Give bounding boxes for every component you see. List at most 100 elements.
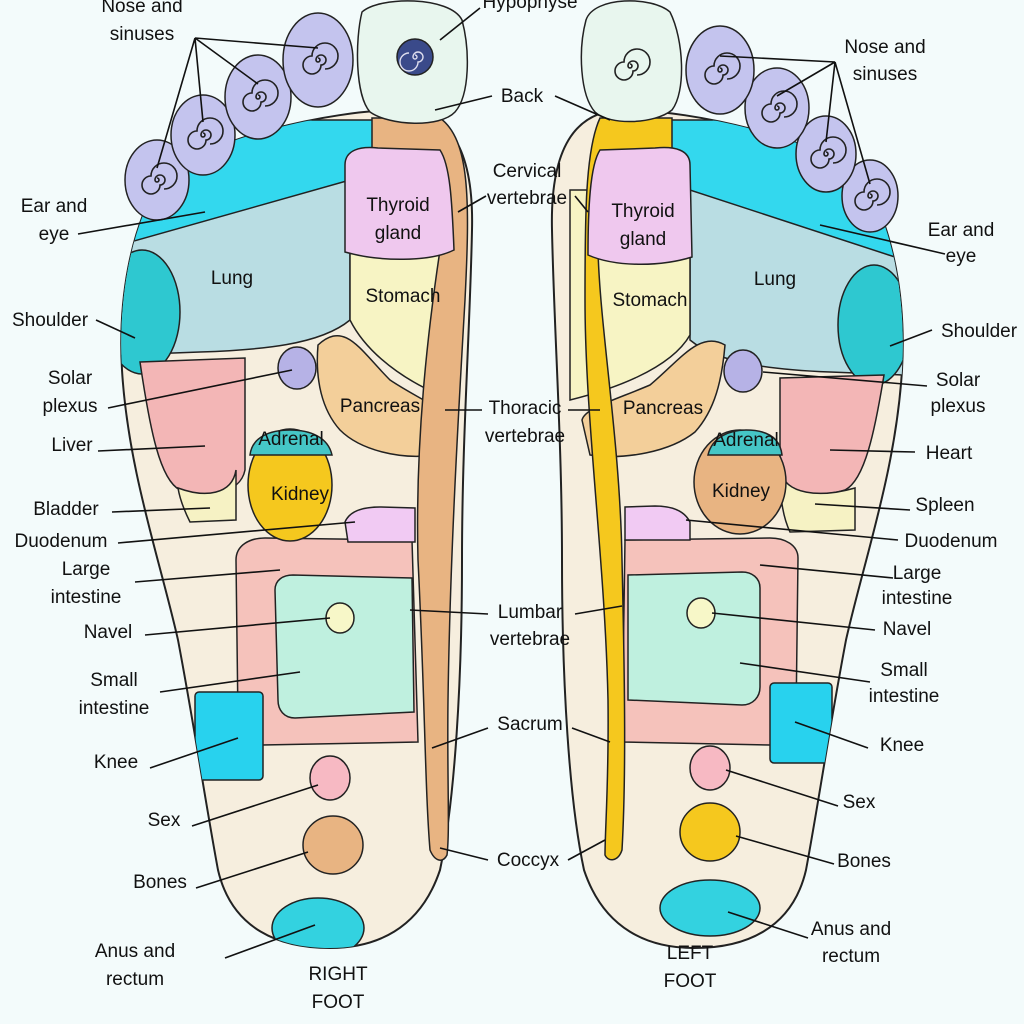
left-bones-label: Bones bbox=[837, 851, 891, 872]
right-shoulder-label: Shoulder bbox=[12, 310, 89, 331]
right-large-label-2: intestine bbox=[51, 587, 122, 608]
right-knee-zone bbox=[194, 691, 264, 781]
right-hypophyse-dot bbox=[396, 38, 434, 76]
left-shoulder-label: Shoulder bbox=[941, 321, 1018, 342]
cervical-label-1: Cervical bbox=[493, 161, 562, 182]
left-anus-label-2: rectum bbox=[822, 946, 880, 967]
left-toe-4 bbox=[795, 115, 857, 193]
right-foot-label-2: FOOT bbox=[312, 992, 365, 1013]
left-solar-label-2: plexus bbox=[931, 396, 986, 417]
left-toe-2 bbox=[685, 25, 755, 115]
right-foot bbox=[120, 0, 474, 950]
left-large-label-2: intestine bbox=[882, 588, 953, 609]
left-pancreas-label: Pancreas bbox=[623, 398, 703, 419]
right-nose-label-1: Nose and bbox=[101, 0, 182, 17]
left-solar-plexus-zone bbox=[723, 349, 763, 393]
spiral-icon bbox=[302, 42, 339, 75]
right-anus-zone bbox=[271, 897, 365, 948]
right-pancreas-label: Pancreas bbox=[340, 396, 420, 417]
spiral-icon bbox=[761, 90, 798, 123]
left-sex-zone bbox=[689, 745, 731, 791]
left-thyroid-label-1: Thyroid bbox=[611, 201, 674, 222]
left-callouts: Nose and sinuses Ear and eye Shoulder So… bbox=[664, 37, 1018, 992]
left-toe-5 bbox=[841, 159, 899, 233]
right-solar-label-2: plexus bbox=[43, 396, 98, 417]
left-large-label-1: Large bbox=[893, 563, 942, 584]
spiral-icon bbox=[141, 162, 178, 195]
right-solar-plexus-zone bbox=[277, 346, 317, 390]
leader-lines bbox=[77, 7, 946, 959]
left-nose-label-1: Nose and bbox=[844, 37, 925, 58]
right-solar-label-1: Solar bbox=[48, 368, 93, 389]
right-kidney-zone bbox=[247, 428, 333, 542]
right-ear-label-2: eye bbox=[39, 224, 70, 245]
right-shoulder-zone bbox=[121, 249, 181, 375]
left-sex-label: Sex bbox=[843, 792, 876, 813]
left-thyroid-label-2: gland bbox=[620, 229, 667, 250]
right-navel-zone bbox=[325, 602, 355, 634]
left-anus-zone bbox=[659, 879, 761, 937]
right-toe-spirals bbox=[141, 42, 339, 195]
sacrum-label: Sacrum bbox=[497, 714, 562, 735]
spiral-icon bbox=[614, 48, 651, 81]
left-small-label-1: Small bbox=[880, 660, 928, 681]
right-bladder-label: Bladder bbox=[33, 499, 99, 520]
right-knee-label: Knee bbox=[94, 752, 138, 773]
zone-labels: Lung Thyroid gland Stomach Pancreas Adre… bbox=[211, 195, 796, 505]
left-spleen-label: Spleen bbox=[915, 495, 974, 516]
right-bones-label: Bones bbox=[133, 872, 187, 893]
left-foot bbox=[550, 0, 904, 950]
left-thyroid-zone bbox=[587, 146, 693, 266]
spiral-icon bbox=[187, 117, 224, 150]
right-adrenal-zone bbox=[249, 429, 333, 456]
right-adrenal-label: Adrenal bbox=[258, 429, 324, 450]
left-duodenum-zone bbox=[624, 505, 691, 541]
right-liver-label: Liver bbox=[51, 435, 93, 456]
spiral-icon bbox=[242, 79, 279, 112]
left-small-label-2: intestine bbox=[869, 686, 940, 707]
left-pancreas-zone bbox=[581, 340, 726, 458]
left-knee-label: Knee bbox=[880, 735, 924, 756]
left-duodenum-label: Duodenum bbox=[905, 531, 998, 552]
right-large-label-1: Large bbox=[62, 559, 111, 580]
right-bones-zone bbox=[302, 815, 364, 875]
left-foot-label-1: LEFT bbox=[667, 943, 714, 964]
left-ear-label-1: Ear and bbox=[928, 220, 995, 241]
thoracic-label-2: vertebrae bbox=[485, 426, 565, 447]
lumbar-label-2: vertebrae bbox=[490, 629, 570, 650]
left-anus-label-1: Anus and bbox=[811, 919, 891, 940]
right-lung-label: Lung bbox=[211, 268, 253, 289]
hypophyse-label: Hypophyse bbox=[482, 0, 577, 13]
right-anus-label-2: rectum bbox=[106, 969, 164, 990]
right-anus-label-1: Anus and bbox=[95, 941, 175, 962]
right-toe-4 bbox=[170, 94, 236, 176]
right-thyroid-label-1: Thyroid bbox=[366, 195, 429, 216]
left-solar-label-1: Solar bbox=[936, 370, 981, 391]
right-duodenum-label: Duodenum bbox=[15, 531, 108, 552]
right-sex-zone bbox=[309, 755, 351, 801]
left-adrenal-label: Adrenal bbox=[713, 430, 779, 451]
right-toe-2 bbox=[282, 12, 354, 108]
lumbar-label-1: Lumbar bbox=[498, 602, 563, 623]
right-toe-3 bbox=[224, 54, 292, 140]
spiral-icon bbox=[854, 178, 891, 211]
coccyx-label: Coccyx bbox=[497, 850, 560, 871]
thoracic-label-1: Thoracic bbox=[489, 398, 562, 419]
left-navel-zone bbox=[686, 597, 716, 629]
back-label: Back bbox=[501, 86, 544, 107]
left-stomach-label: Stomach bbox=[613, 290, 688, 311]
right-callouts: Nose and sinuses Ear and eye Shoulder So… bbox=[12, 0, 368, 1013]
right-small-label-1: Small bbox=[90, 670, 138, 691]
left-knee-zone bbox=[769, 682, 833, 764]
left-navel-label: Navel bbox=[883, 619, 932, 640]
left-small-intestine-zone bbox=[627, 571, 761, 706]
left-bones-zone bbox=[679, 802, 741, 862]
right-ear-label-1: Ear and bbox=[21, 196, 88, 217]
right-thyroid-zone bbox=[344, 146, 455, 261]
right-duodenum-zone bbox=[344, 506, 416, 543]
left-kidney-label: Kidney bbox=[712, 481, 771, 502]
right-stomach-label: Stomach bbox=[366, 286, 441, 307]
left-toe-3 bbox=[744, 67, 810, 149]
right-nose-label-2: sinuses bbox=[110, 24, 174, 45]
